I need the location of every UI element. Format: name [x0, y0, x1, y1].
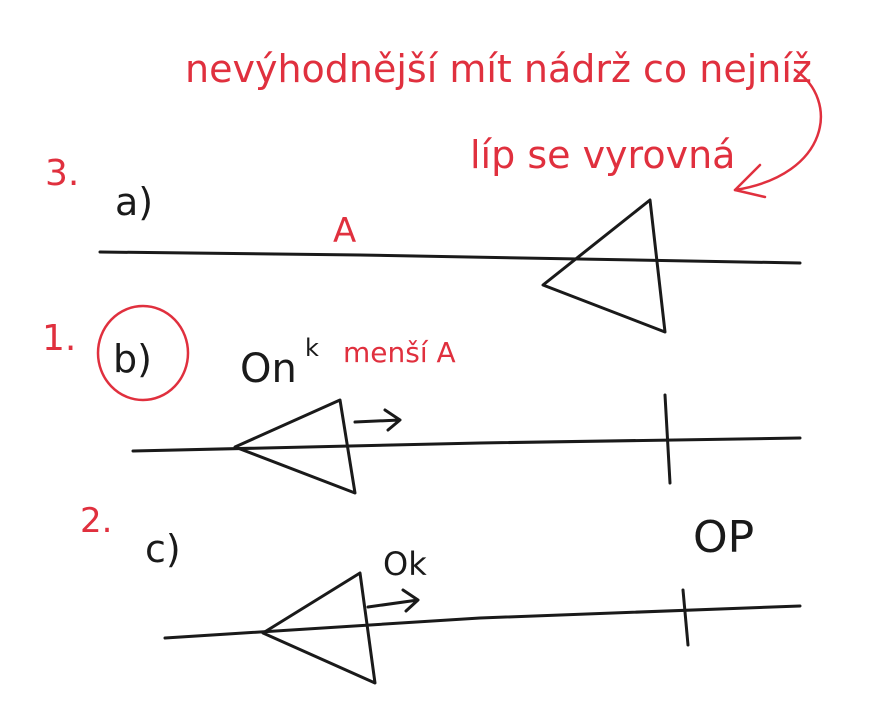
- row-b-triangle: [233, 398, 357, 495]
- row-b-order: 1.: [42, 318, 76, 359]
- note-curved-arrow: [733, 68, 823, 192]
- row-c-tick: [681, 588, 690, 647]
- row-b-annotation-note: menší A: [343, 336, 456, 369]
- row-c-order: 2.: [80, 501, 112, 541]
- row-b-annotation: On: [240, 346, 297, 392]
- row-a-label: a): [115, 180, 153, 224]
- row-a-triangle: [541, 198, 667, 334]
- row-c-triangle: [261, 571, 377, 685]
- row-a-water-line: [98, 250, 802, 265]
- row-b-annotation-sup: k: [305, 334, 319, 362]
- row-a-annotation: A: [333, 211, 356, 251]
- row-a-order: 3.: [45, 153, 79, 194]
- row-c-arrow: [366, 588, 420, 613]
- note-top-line2: líp se vyrovná: [470, 133, 735, 177]
- row-b-tick: [663, 393, 672, 485]
- row-b-water-line: [131, 436, 802, 453]
- row-c-annotation: Ok: [383, 545, 427, 583]
- row-b-circle: [96, 304, 190, 402]
- row-c-water-line: [163, 604, 802, 640]
- note-top-line1: nevýhodnější mít nádrž co nejníž: [185, 47, 812, 91]
- row-c-annotation-right: OP: [693, 512, 754, 563]
- note-curved-arrow-head: [733, 163, 767, 199]
- row-b-arrow: [353, 408, 402, 432]
- row-c-label: c): [145, 527, 181, 571]
- row-b-label: b): [113, 337, 152, 381]
